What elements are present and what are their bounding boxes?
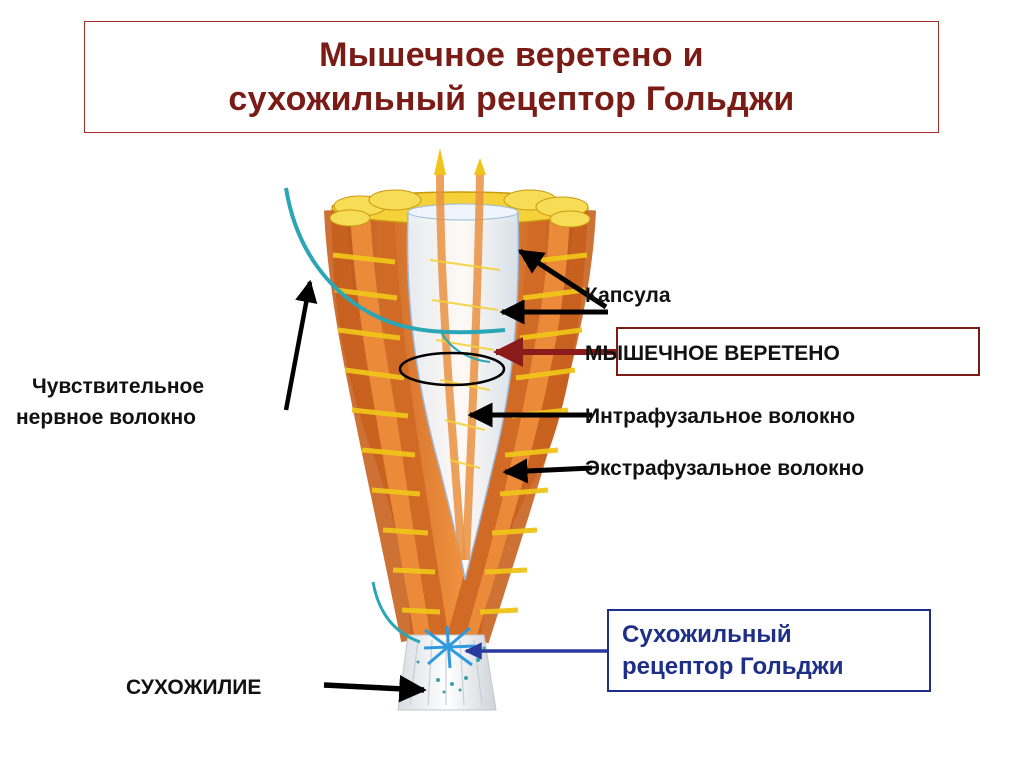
tendon-nerve [371, 581, 421, 644]
label-capsule: Капсула [585, 284, 671, 307]
golgi-label-line2: рецептор Гольджи [622, 652, 844, 680]
sensory-arrow [283, 279, 318, 411]
golgi-receptor [423, 625, 476, 669]
golgi-receptor-dots [416, 646, 486, 694]
title-box: Мышечное веретено и сухожильный рецептор… [84, 21, 939, 133]
title-line-1: Мышечное веретено и [319, 36, 704, 74]
muscle-spindle-box [616, 327, 980, 376]
label-intrafusal: Интрафузальное волокно [585, 405, 856, 428]
capsule-arrow-upper [517, 248, 608, 310]
label-extrafusal: Экстрафузальное волокно [585, 457, 865, 480]
label-sensory-line1: Чувствительное [32, 375, 205, 398]
title-line-2: сухожильный рецептор Гольджи [228, 80, 795, 118]
extrafusal-arrow [502, 458, 593, 484]
tendon-arrow [323, 675, 427, 703]
golgi-label-line1: Сухожильный [622, 620, 792, 648]
spindle-capsule [406, 148, 520, 581]
label-sensory-line2: нервное волокно [16, 406, 196, 429]
label-muscle-spindle: МЫШЕЧНОЕ ВЕРЕТЕНО [585, 342, 840, 365]
golgi-receptor-box: Сухожильный рецептор Гольджи [607, 609, 931, 692]
label-tendon: СУХОЖИЛИЕ [126, 676, 262, 699]
spindle-highlight-ellipse [398, 351, 506, 387]
